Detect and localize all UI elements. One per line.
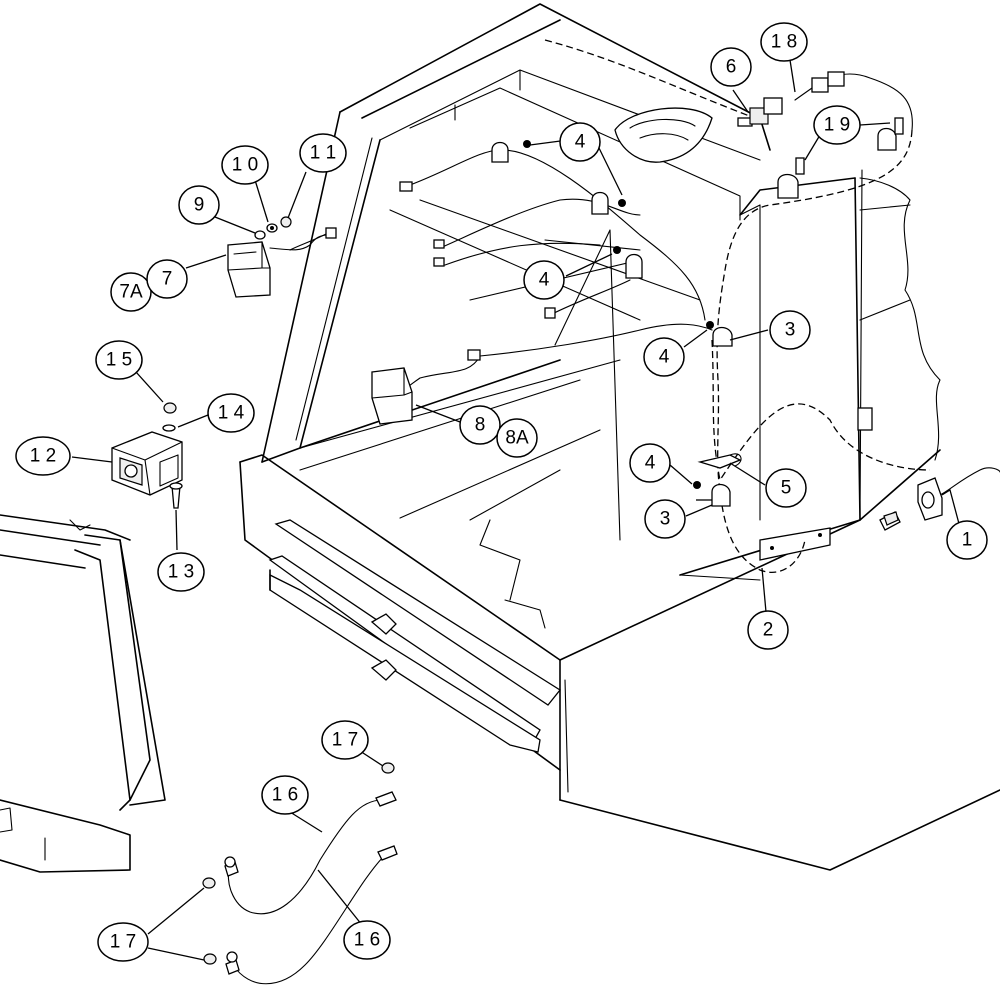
backup-alarm <box>111 402 183 509</box>
svg-text:1 7: 1 7 <box>332 730 358 751</box>
svg-text:1 1: 1 1 <box>310 143 336 164</box>
callout-4-lower: 4 <box>629 443 671 483</box>
callout-4-top: 4 <box>559 122 601 162</box>
callout-4-right: 4 <box>643 337 685 377</box>
lamp-hardware <box>254 216 292 240</box>
svg-text:9: 9 <box>194 195 205 216</box>
callout-7: 7 <box>146 259 188 299</box>
svg-text:5: 5 <box>781 478 792 499</box>
callout-7A: 7A <box>110 272 152 312</box>
svg-text:6: 6 <box>726 57 737 78</box>
svg-text:4: 4 <box>575 132 586 153</box>
switch-1 <box>879 477 943 531</box>
callout-16-top: 1 6 <box>261 775 309 815</box>
leader-lines <box>71 59 963 961</box>
svg-text:1 8: 1 8 <box>771 32 797 53</box>
svg-text:4: 4 <box>539 270 550 291</box>
svg-text:1 5: 1 5 <box>106 350 132 371</box>
callout-1: 1 <box>946 520 988 560</box>
svg-text:4: 4 <box>645 453 656 474</box>
cable-clamps <box>491 117 904 507</box>
callout-13: 1 3 <box>157 552 205 592</box>
callout-5: 5 <box>765 468 807 508</box>
lamp-7 <box>227 227 337 298</box>
callout-3-upper: 3 <box>769 310 811 350</box>
svg-text:3: 3 <box>660 509 671 530</box>
callout-2: 2 <box>747 610 789 650</box>
callout-16-bottom: 1 6 <box>343 920 391 960</box>
svg-text:8A: 8A <box>505 428 529 449</box>
svg-text:7A: 7A <box>119 282 143 303</box>
svg-text:2: 2 <box>763 620 774 641</box>
svg-text:1 6: 1 6 <box>272 785 298 806</box>
switch-assembly <box>737 71 845 127</box>
callout-18: 1 8 <box>760 22 808 62</box>
lamp-8 <box>371 367 413 425</box>
callout-4-middle: 4 <box>523 260 565 300</box>
battery-cables <box>202 762 398 985</box>
svg-text:1 2: 1 2 <box>30 446 56 467</box>
callout-17-top: 1 7 <box>321 720 369 760</box>
callout-10: 1 0 <box>221 145 269 185</box>
svg-text:1 9: 1 9 <box>824 115 850 136</box>
machine-body <box>239 3 1000 871</box>
svg-text:1 0: 1 0 <box>232 155 258 176</box>
svg-text:1: 1 <box>962 530 973 551</box>
callout-17-bottom: 1 7 <box>97 922 149 962</box>
svg-text:1 7: 1 7 <box>110 932 136 953</box>
callout-11: 1 1 <box>299 133 347 173</box>
door-frame <box>0 514 166 873</box>
svg-text:8: 8 <box>475 415 486 436</box>
callout-9: 9 <box>178 185 220 225</box>
callout-8: 8 <box>459 405 501 445</box>
callout-8A: 8A <box>496 418 538 458</box>
callout-14: 1 4 <box>207 393 255 433</box>
svg-text:1 3: 1 3 <box>168 562 194 583</box>
callout-6: 6 <box>710 47 752 87</box>
svg-text:4: 4 <box>659 347 670 368</box>
svg-text:7: 7 <box>162 269 173 290</box>
svg-text:3: 3 <box>785 320 796 341</box>
callout-19: 1 9 <box>813 105 861 145</box>
callout-12: 1 2 <box>15 436 71 476</box>
callout-15: 1 5 <box>95 340 143 380</box>
dome-light <box>614 107 713 163</box>
svg-text:1 4: 1 4 <box>218 403 245 424</box>
callout-3-lower: 3 <box>644 499 686 539</box>
svg-text:1 6: 1 6 <box>354 930 380 951</box>
